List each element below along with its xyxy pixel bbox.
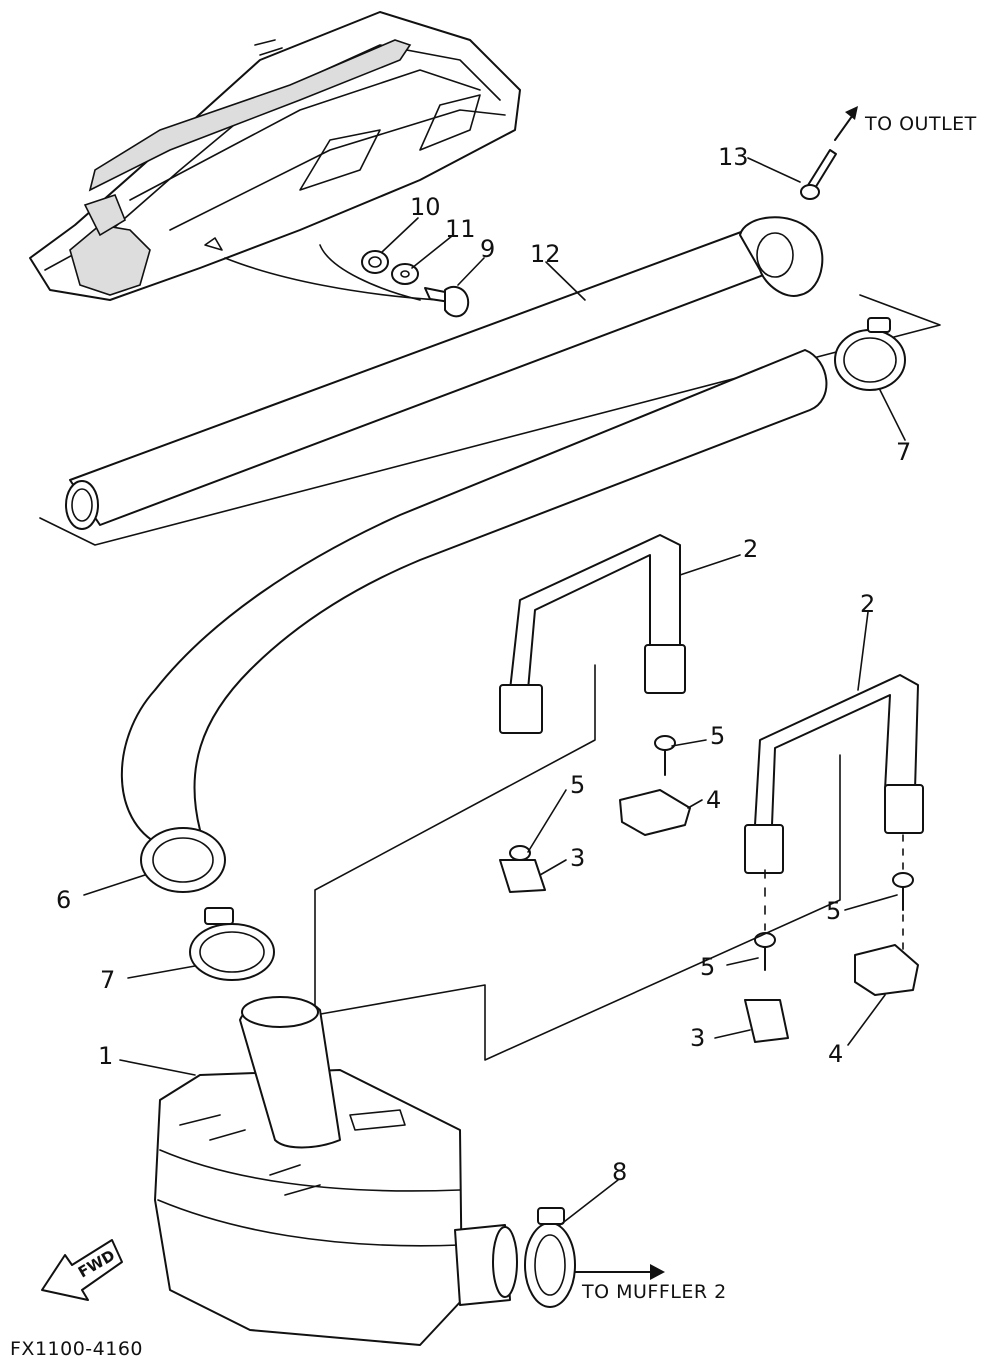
assembly-guide-lines: [314, 664, 904, 1061]
part-12-pipe: [39, 216, 941, 546]
callout-13: 13: [718, 143, 749, 171]
part-5-bolt-c: [892, 872, 914, 911]
part-8-clamp: [524, 1207, 576, 1308]
to-outlet-label: TO OUTLET: [864, 113, 977, 135]
callout-4-a: 4: [706, 786, 721, 814]
callout-4-b: 4: [828, 1040, 843, 1068]
callout-11: 11: [445, 215, 476, 243]
callout-2-left: 2: [743, 535, 758, 563]
part-3-clip-a: [499, 859, 546, 893]
part-4-block-b: [854, 944, 919, 996]
callout-3-a: 3: [570, 844, 585, 872]
callout-10: 10: [410, 193, 441, 221]
fwd-arrow-icon: FWD: [41, 1239, 123, 1301]
part-10-nut: [361, 250, 389, 274]
part-13-rivet: [800, 149, 837, 200]
arrow-up-right-icon: [834, 106, 858, 141]
part-2-bracket-right: [744, 674, 924, 874]
callout-9: 9: [480, 235, 495, 263]
to-muffler-label: TO MUFFLER 2: [581, 1281, 727, 1303]
part-9-bolt: [424, 285, 470, 318]
callout-7-upper: 7: [896, 438, 911, 466]
part-6-hose: [120, 349, 828, 893]
callout-5-d: 5: [700, 953, 715, 981]
part-1-muffler: [154, 996, 518, 1346]
callout-8: 8: [612, 1158, 627, 1186]
callout-5-c: 5: [826, 897, 841, 925]
part-2-bracket-left: [499, 534, 686, 734]
part-4-block-a: [619, 789, 691, 836]
leader-lines: [83, 157, 906, 1226]
arrow-right-icon: [574, 1264, 665, 1280]
callout-6: 6: [56, 886, 71, 914]
callout-2-right: 2: [860, 590, 875, 618]
callout-7-lower: 7: [100, 966, 115, 994]
callout-12: 12: [530, 240, 561, 268]
part-7-clamp-lower: [189, 907, 275, 981]
diagram-code: FX1100-4160: [10, 1338, 143, 1360]
callout-numbers: 13 10 11 9 12 7 2 2 5 4 5 3 5 5 3 4 1 6 …: [56, 143, 911, 1186]
callout-5-b: 5: [570, 771, 585, 799]
watercraft-overview: [29, 11, 521, 301]
part-11-washer: [391, 263, 419, 285]
part-3-clip-b: [744, 999, 789, 1043]
part-5-bolt-a: [654, 735, 676, 776]
callout-1: 1: [98, 1042, 113, 1070]
callout-3-b: 3: [690, 1024, 705, 1052]
part-5-bolt-d: [754, 932, 776, 971]
part-7-clamp-upper: [834, 317, 906, 391]
callout-5-a: 5: [710, 722, 725, 750]
